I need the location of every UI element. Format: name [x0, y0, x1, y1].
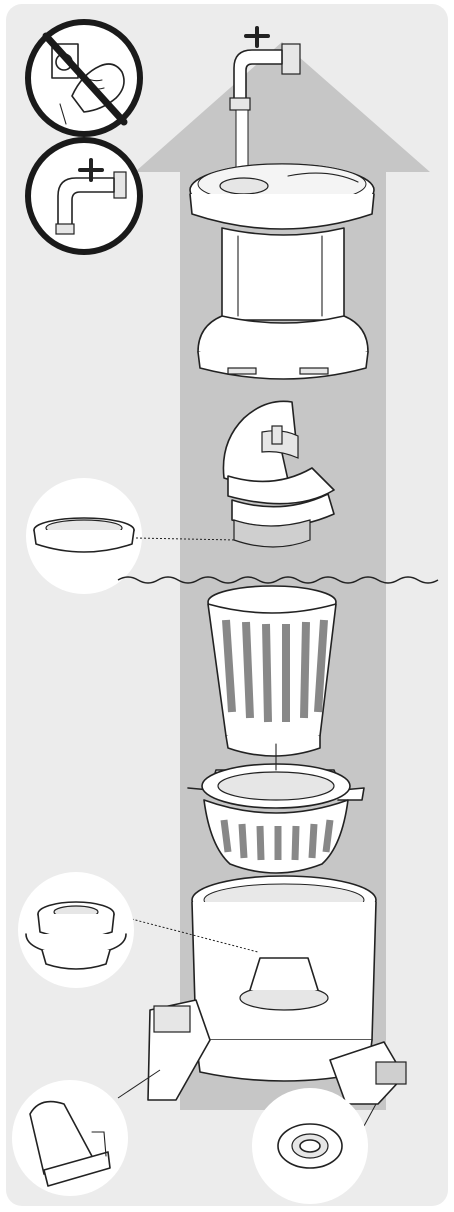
wiper-blade-callout — [12, 1080, 128, 1196]
outlet-seal-callout — [18, 872, 134, 988]
flap-seal-callout — [252, 1088, 368, 1204]
inner-strainer — [208, 586, 336, 756]
water-tap-icon — [28, 140, 140, 252]
no-dishwasher-icon — [28, 22, 140, 134]
